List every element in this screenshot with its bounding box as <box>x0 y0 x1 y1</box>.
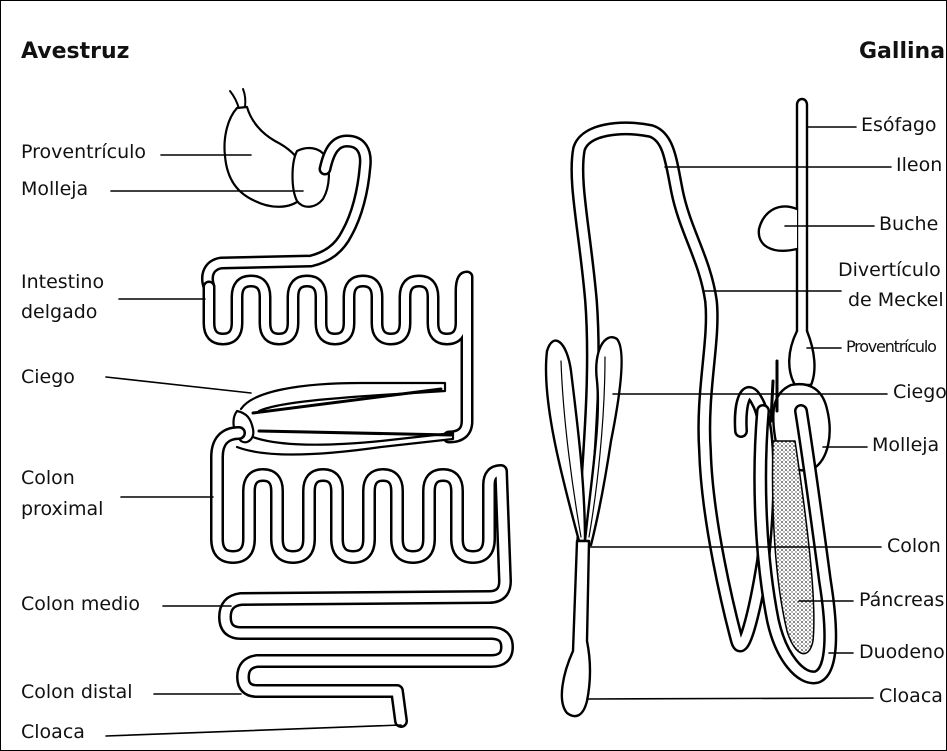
chicken-colon-shape <box>562 541 590 716</box>
ostrich-small-intestine-tube <box>209 277 467 437</box>
ostrich-proximal-colon-tube <box>217 433 507 721</box>
chicken-digestive-tract <box>546 99 891 716</box>
chicken-esophagus-shape <box>759 99 815 385</box>
ostrich-digestive-tract <box>106 89 507 736</box>
ostrich-caeca-shape <box>234 383 453 455</box>
